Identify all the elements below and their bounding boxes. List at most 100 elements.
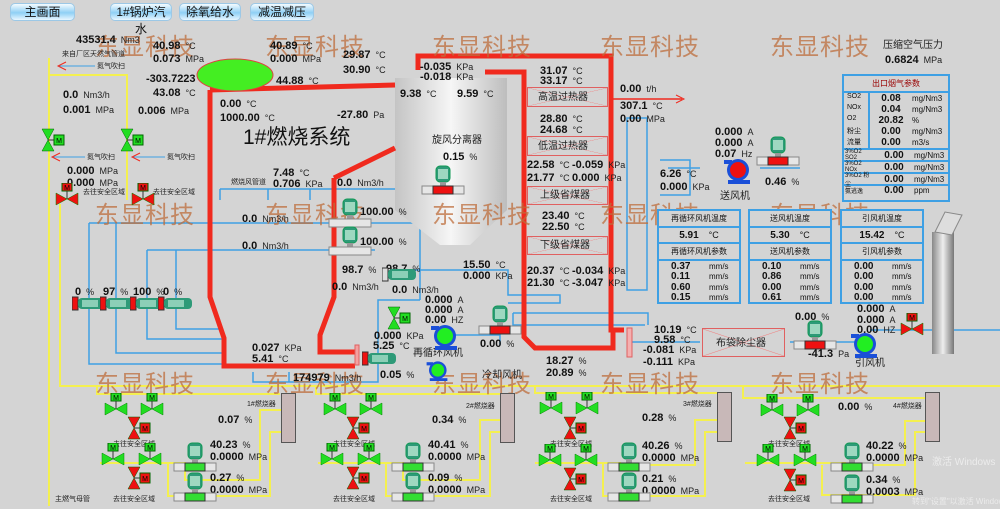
readout-value: 0.27 [210, 472, 232, 484]
gate-valve-icon[interactable]: M [563, 416, 587, 440]
readout-unit: % [236, 473, 245, 483]
nav-button-3[interactable]: 减温减压 [250, 3, 314, 21]
flow-meter-icon[interactable] [328, 226, 372, 256]
pump-icon[interactable] [429, 322, 463, 350]
readout-b1-f1: 40.23% [210, 439, 251, 451]
readout-steam-t: 307.1°C [620, 100, 663, 112]
flow-meter-icon[interactable] [173, 442, 217, 472]
nav-button-0[interactable]: 主画面 [10, 3, 75, 21]
flow-meter-icon[interactable] [793, 320, 837, 350]
damper-actuator-icon[interactable] [157, 295, 194, 311]
gate-valve-icon[interactable]: M [120, 128, 144, 152]
vibration-value: 0.00 [854, 281, 874, 293]
readout-fd-t: 6.26°C [660, 168, 697, 180]
gate-valve-icon[interactable]: M [323, 392, 347, 417]
readout-unit: % [892, 475, 901, 485]
gate-valve-icon[interactable]: M [538, 443, 562, 468]
pump-icon[interactable] [722, 156, 756, 184]
damper-actuator-icon[interactable] [361, 350, 398, 366]
readout-value: 0.001 [63, 104, 91, 116]
damper-actuator-icon[interactable] [381, 266, 418, 282]
readout-unit: MPa [170, 106, 190, 116]
readout-unit: % [156, 287, 165, 297]
readout-unit: Nm3/h [83, 90, 110, 100]
gate-valve-icon[interactable]: M [760, 393, 784, 418]
gate-valve-icon[interactable]: M [127, 466, 151, 490]
flow-meter-icon[interactable] [607, 442, 651, 472]
gate-valve-icon[interactable]: M [575, 391, 599, 416]
readout-unit: °C [483, 89, 494, 99]
gate-valve-icon[interactable]: M [563, 467, 587, 491]
gate-valve-icon[interactable]: M [55, 182, 79, 207]
readout-bottom-t: 5.41°C [252, 353, 289, 365]
gate-valve-icon[interactable]: M [539, 391, 563, 416]
vibration-value: 0.60 [671, 281, 691, 293]
gate-valve-icon[interactable]: M [101, 442, 125, 467]
gate-valve-icon[interactable]: M [346, 416, 370, 440]
gate-valve-icon[interactable]: M [131, 182, 155, 207]
gate-valve-icon[interactable]: M [783, 468, 807, 492]
burner-2[interactable] [500, 393, 515, 443]
nav-button-2[interactable]: 除氧给水 [179, 3, 241, 21]
flow-meter-icon[interactable] [478, 305, 522, 335]
flow-meter-icon[interactable] [328, 198, 372, 228]
flow-meter-icon[interactable] [391, 442, 435, 472]
flow-meter-icon[interactable] [830, 474, 874, 504]
gate-valve-icon[interactable]: M [104, 392, 128, 417]
flow-meter-icon[interactable] [756, 136, 800, 166]
readout-value: 5.25 [373, 340, 395, 352]
readout-value: -3.047 [572, 277, 604, 289]
gate-valve-icon[interactable]: M [127, 416, 151, 440]
fan-temp-title: 引风机温度 [842, 211, 922, 228]
flow-meter-icon[interactable] [421, 165, 465, 195]
flow-meter-icon[interactable] [173, 472, 217, 502]
gate-valve-icon[interactable]: M [574, 443, 598, 468]
pump-icon[interactable] [425, 359, 452, 382]
gate-valve-icon[interactable]: M [140, 392, 164, 417]
gate-valve-icon[interactable]: M [357, 442, 381, 467]
gate-valve-icon[interactable]: M [793, 443, 817, 468]
gate-valve-icon[interactable]: M [359, 392, 383, 417]
flow-meter-icon[interactable] [391, 472, 435, 502]
damper-actuator-icon[interactable] [129, 295, 166, 311]
readout-unit: °C [572, 114, 583, 124]
vibration-value: 0.15 [671, 292, 691, 304]
readout-value: 0.00 [795, 311, 817, 323]
burner-1[interactable] [281, 393, 296, 443]
gate-valve-icon[interactable]: M [320, 442, 344, 467]
fan-temp-value: 15.42 [859, 229, 885, 241]
gate-valve-icon[interactable]: M [387, 306, 411, 330]
readout-value: 174979 [293, 372, 330, 384]
flow-meter-icon[interactable] [830, 442, 874, 472]
readout-le-t2: 22.50°C [542, 221, 585, 233]
readout-value: 0.07 [218, 414, 240, 426]
svg-text:M: M [329, 445, 335, 452]
gate-valve-icon[interactable]: M [41, 128, 65, 152]
damper-actuator-icon[interactable] [99, 295, 136, 311]
flow-meter-icon[interactable] [607, 472, 651, 502]
gate-valve-icon[interactable]: M [138, 442, 162, 467]
readout-bag-t2: 9.58°C [654, 334, 691, 346]
readout-unit: °C [559, 266, 570, 276]
pump-icon[interactable] [849, 330, 883, 358]
burner-3[interactable] [717, 392, 732, 442]
nav-button-1[interactable]: 1#锅炉汽水 [110, 3, 172, 36]
gate-valve-icon[interactable]: M [756, 443, 780, 468]
readout-value: 33.17 [540, 75, 568, 87]
gate-valve-icon[interactable]: M [900, 312, 924, 337]
gate-valve-icon[interactable]: M [346, 466, 370, 490]
damper-actuator-icon[interactable] [71, 295, 108, 311]
gate-valve-icon[interactable]: M [796, 393, 820, 418]
gate-valve-icon[interactable]: M [783, 416, 807, 440]
readout-value: 98.7 [342, 264, 364, 276]
readout-value: 0.00 [220, 98, 242, 110]
burner-4[interactable] [925, 392, 940, 442]
